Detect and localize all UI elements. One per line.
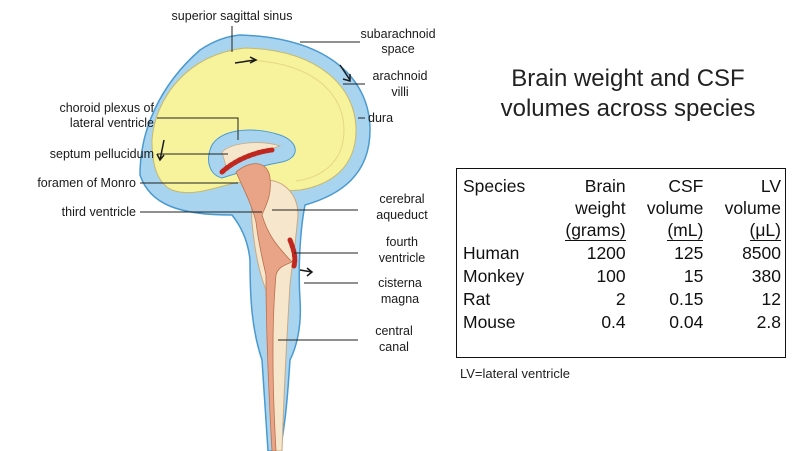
label-central-canal: central [375,324,413,338]
cell-csf-volume: 15 [626,265,704,288]
cell-species: Human [463,242,543,265]
label-arachnoid-villi: villi [391,85,408,99]
label-subarachnoid-space: subarachnoid [360,27,435,41]
header-csf-volume: CSF volume (mL) [626,175,704,242]
table-row: Human 1200 125 8500 [463,242,781,265]
header-brain-weight: Brain weight (grams) [543,175,626,242]
cell-species: Mouse [463,311,543,334]
cell-lv-volume: 8500 [703,242,781,265]
cell-csf-volume: 125 [626,242,704,265]
header-species: Species [463,175,543,242]
label-choroid-plexus: lateral ventricle [70,116,154,130]
header-lv-volume: LV volume (μL) [703,175,781,242]
species-table: Species Brain weight (grams) CSF volume … [463,175,781,334]
table-row: Rat 2 0.15 12 [463,288,781,311]
csf-circulation-diagram: superior sagittal sinus subarachnoid spa… [0,0,460,451]
label-fourth-ventricle: fourth [386,235,418,249]
table-row: Monkey 100 15 380 [463,265,781,288]
cell-brain-weight: 100 [543,265,626,288]
species-table-frame: Species Brain weight (grams) CSF volume … [456,168,786,358]
label-cerebral-aqueduct: cerebral [379,192,424,206]
label-central-canal: canal [379,340,409,354]
label-fourth-ventricle: ventricle [379,251,426,265]
label-choroid-plexus: choroid plexus of [59,101,154,115]
label-cerebral-aqueduct: aqueduct [376,208,428,222]
label-arachnoid-villi: arachnoid [373,69,428,83]
page-title: Brain weight and CSF volumes across spec… [470,64,786,124]
label-dura: dura [368,111,393,125]
table-footnote: LV=lateral ventricle [460,366,570,381]
cell-lv-volume: 380 [703,265,781,288]
title-line: Brain weight and CSF [470,64,786,94]
cell-csf-volume: 0.04 [626,311,704,334]
cell-lv-volume: 12 [703,288,781,311]
cell-brain-weight: 2 [543,288,626,311]
cell-brain-weight: 1200 [543,242,626,265]
title-line: volumes across species [470,94,786,124]
table-header-row: Species Brain weight (grams) CSF volume … [463,175,781,242]
label-subarachnoid-space: space [381,42,414,56]
cell-lv-volume: 2.8 [703,311,781,334]
cell-brain-weight: 0.4 [543,311,626,334]
label-foramen-of-monro: foramen of Monro [37,176,136,190]
cell-csf-volume: 0.15 [626,288,704,311]
label-cisterna-magna: magna [381,292,419,306]
csf-flow-arrow [300,268,312,276]
table-row: Mouse 0.4 0.04 2.8 [463,311,781,334]
cell-species: Monkey [463,265,543,288]
label-superior-sagittal-sinus: superior sagittal sinus [172,9,293,23]
cell-species: Rat [463,288,543,311]
label-cisterna-magna: cisterna [378,276,422,290]
label-septum-pellucidum: septum pellucidum [50,147,154,161]
label-third-ventricle: third ventricle [62,205,136,219]
